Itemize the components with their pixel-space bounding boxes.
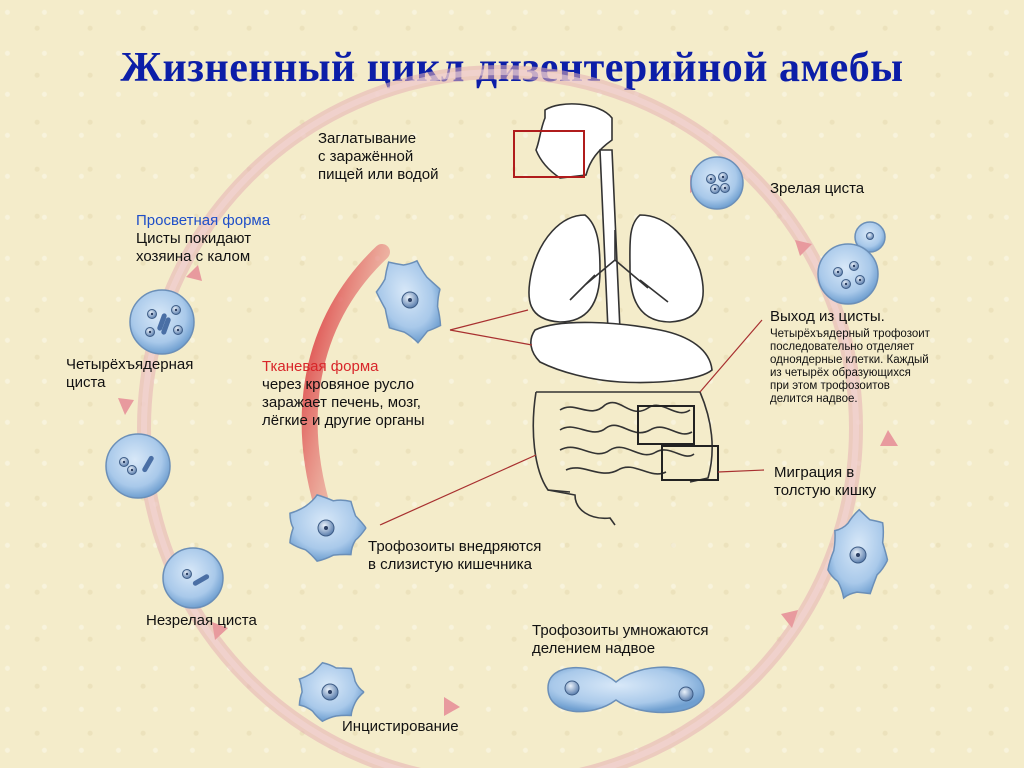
tissue-form-label: Тканевая форма через кровяное русло зара… bbox=[262, 358, 425, 430]
excystation-label: Выход из цисты. bbox=[770, 308, 885, 326]
ingestion-label: Заглатывание с заражённой пищей или водо… bbox=[318, 130, 439, 184]
migration-label: Миграция в толстую кишку bbox=[774, 464, 876, 500]
four-nuclear-cyst-label: Четырёхъядерная циста bbox=[66, 356, 193, 392]
excysting-cyst-body bbox=[818, 244, 878, 304]
invade-label: Трофозоиты внедряются в слизистую кишечн… bbox=[368, 538, 541, 574]
multiply-label: Трофозоиты умножаются делением надвое bbox=[532, 622, 709, 658]
immature-cyst-label: Незрелая циста bbox=[146, 612, 257, 630]
luminal-cyst bbox=[130, 290, 194, 354]
mature-cyst bbox=[691, 157, 743, 209]
cycle-arrow-ring bbox=[144, 72, 856, 768]
mature-cyst-label: Зрелая циста bbox=[770, 180, 864, 198]
four-nuclear-cyst-lower bbox=[106, 434, 170, 498]
invading-trophozoite bbox=[290, 495, 366, 561]
excystation-description: Четырёхъядерный трофозоит последовательн… bbox=[770, 328, 930, 406]
immature-cyst bbox=[163, 548, 223, 608]
encystation-label: Инцистирование bbox=[342, 718, 459, 736]
dividing-trophozoites bbox=[548, 667, 704, 712]
encysting-trophozoite bbox=[299, 663, 364, 721]
digestive-tract-illustration bbox=[529, 104, 712, 525]
trophozoite-colon bbox=[824, 506, 896, 604]
luminal-form-label: Просветная форма Цисты покидают хозяина … bbox=[136, 212, 270, 266]
